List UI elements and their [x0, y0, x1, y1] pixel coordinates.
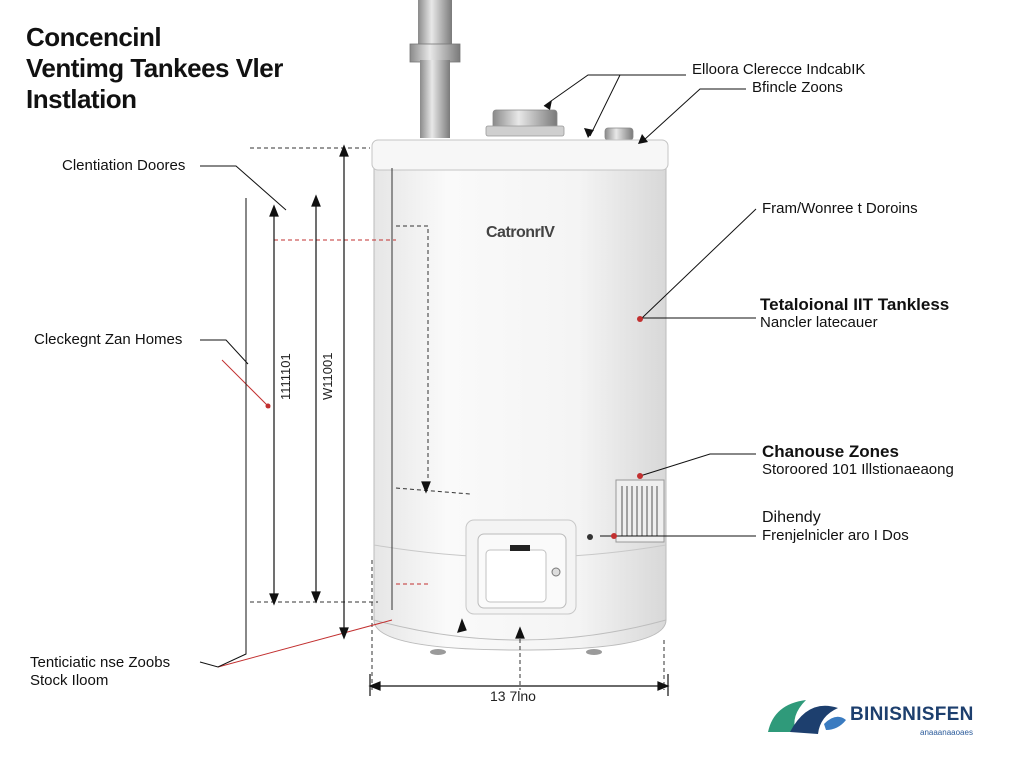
arrowheads: [544, 100, 648, 144]
title-line-2: Ventimg Tankees Vler: [26, 53, 283, 83]
page-title: Concencinl Ventimg Tankees Vler Instlati…: [26, 22, 283, 115]
label-left-3: Tenticiatic nse Zoobs Stock Iloom: [30, 654, 170, 690]
label-right-4-line1: Dihendy: [762, 509, 821, 526]
label-top-right-line2: Bfincle Zoons: [752, 79, 843, 96]
label-right-2-line1: Tetaloional IIT Tankless: [760, 295, 950, 314]
label-right-3-line2: Storoored 101 Illstionaeaong: [762, 461, 954, 478]
label-right-2: Tetaloional IIT Tankless Nancler latecau…: [760, 296, 949, 332]
label-right-3: Chanouse Zones Storoored 101 Illstionaea…: [762, 443, 954, 479]
logo-mark: [768, 700, 846, 734]
heater-brand-label: CatronrIV: [486, 224, 555, 241]
vent-pipe: [409, 0, 461, 138]
logo-tagline: anaaanaaoaes: [920, 728, 973, 737]
label-left-3-line2: Stock Iloom: [30, 672, 109, 689]
label-right-1: Fram/Wonree t Doroins: [762, 200, 918, 217]
dimension-bottom: 13 7lno: [490, 688, 536, 704]
company-logo: BINISNISFEN anaaanaaoaes: [760, 694, 1000, 744]
leader-dots: [265, 316, 643, 539]
label-right-4: Dihendy Frenjelnicler aro I Dos: [762, 509, 909, 545]
vent-grille: [587, 479, 665, 543]
dimension-lines: [269, 144, 670, 696]
logo-name: BINISNISFEN: [850, 704, 974, 725]
dimension-vertical-2: W11001: [320, 352, 335, 400]
leader-lines: [199, 74, 757, 668]
label-left-1: Clentiation Doores: [62, 157, 186, 174]
label-top-right-line1: Elloora Clerecce IndcabIK: [692, 61, 866, 78]
top-fittings: [485, 109, 634, 141]
title-line-1: Concencinl: [26, 22, 162, 52]
label-right-3-line1: Chanouse Zones: [762, 442, 899, 461]
control-box: [465, 519, 577, 615]
dimension-vertical-1: 1111101: [278, 353, 293, 400]
label-right-2-line2: Nancler latecauer: [760, 314, 878, 331]
water-heater-tank: [371, 139, 669, 655]
label-right-4-line2: Frenjelnicler aro I Dos: [762, 527, 909, 544]
label-left-2: Cleckegnt Zan Homes: [34, 331, 183, 348]
title-line-3: Instlation: [26, 84, 137, 114]
label-left-3-line1: Tenticiatic nse Zoobs: [30, 654, 171, 671]
label-top-right: Elloora Clerecce IndcabIK Bfincle Zoons: [692, 61, 865, 97]
